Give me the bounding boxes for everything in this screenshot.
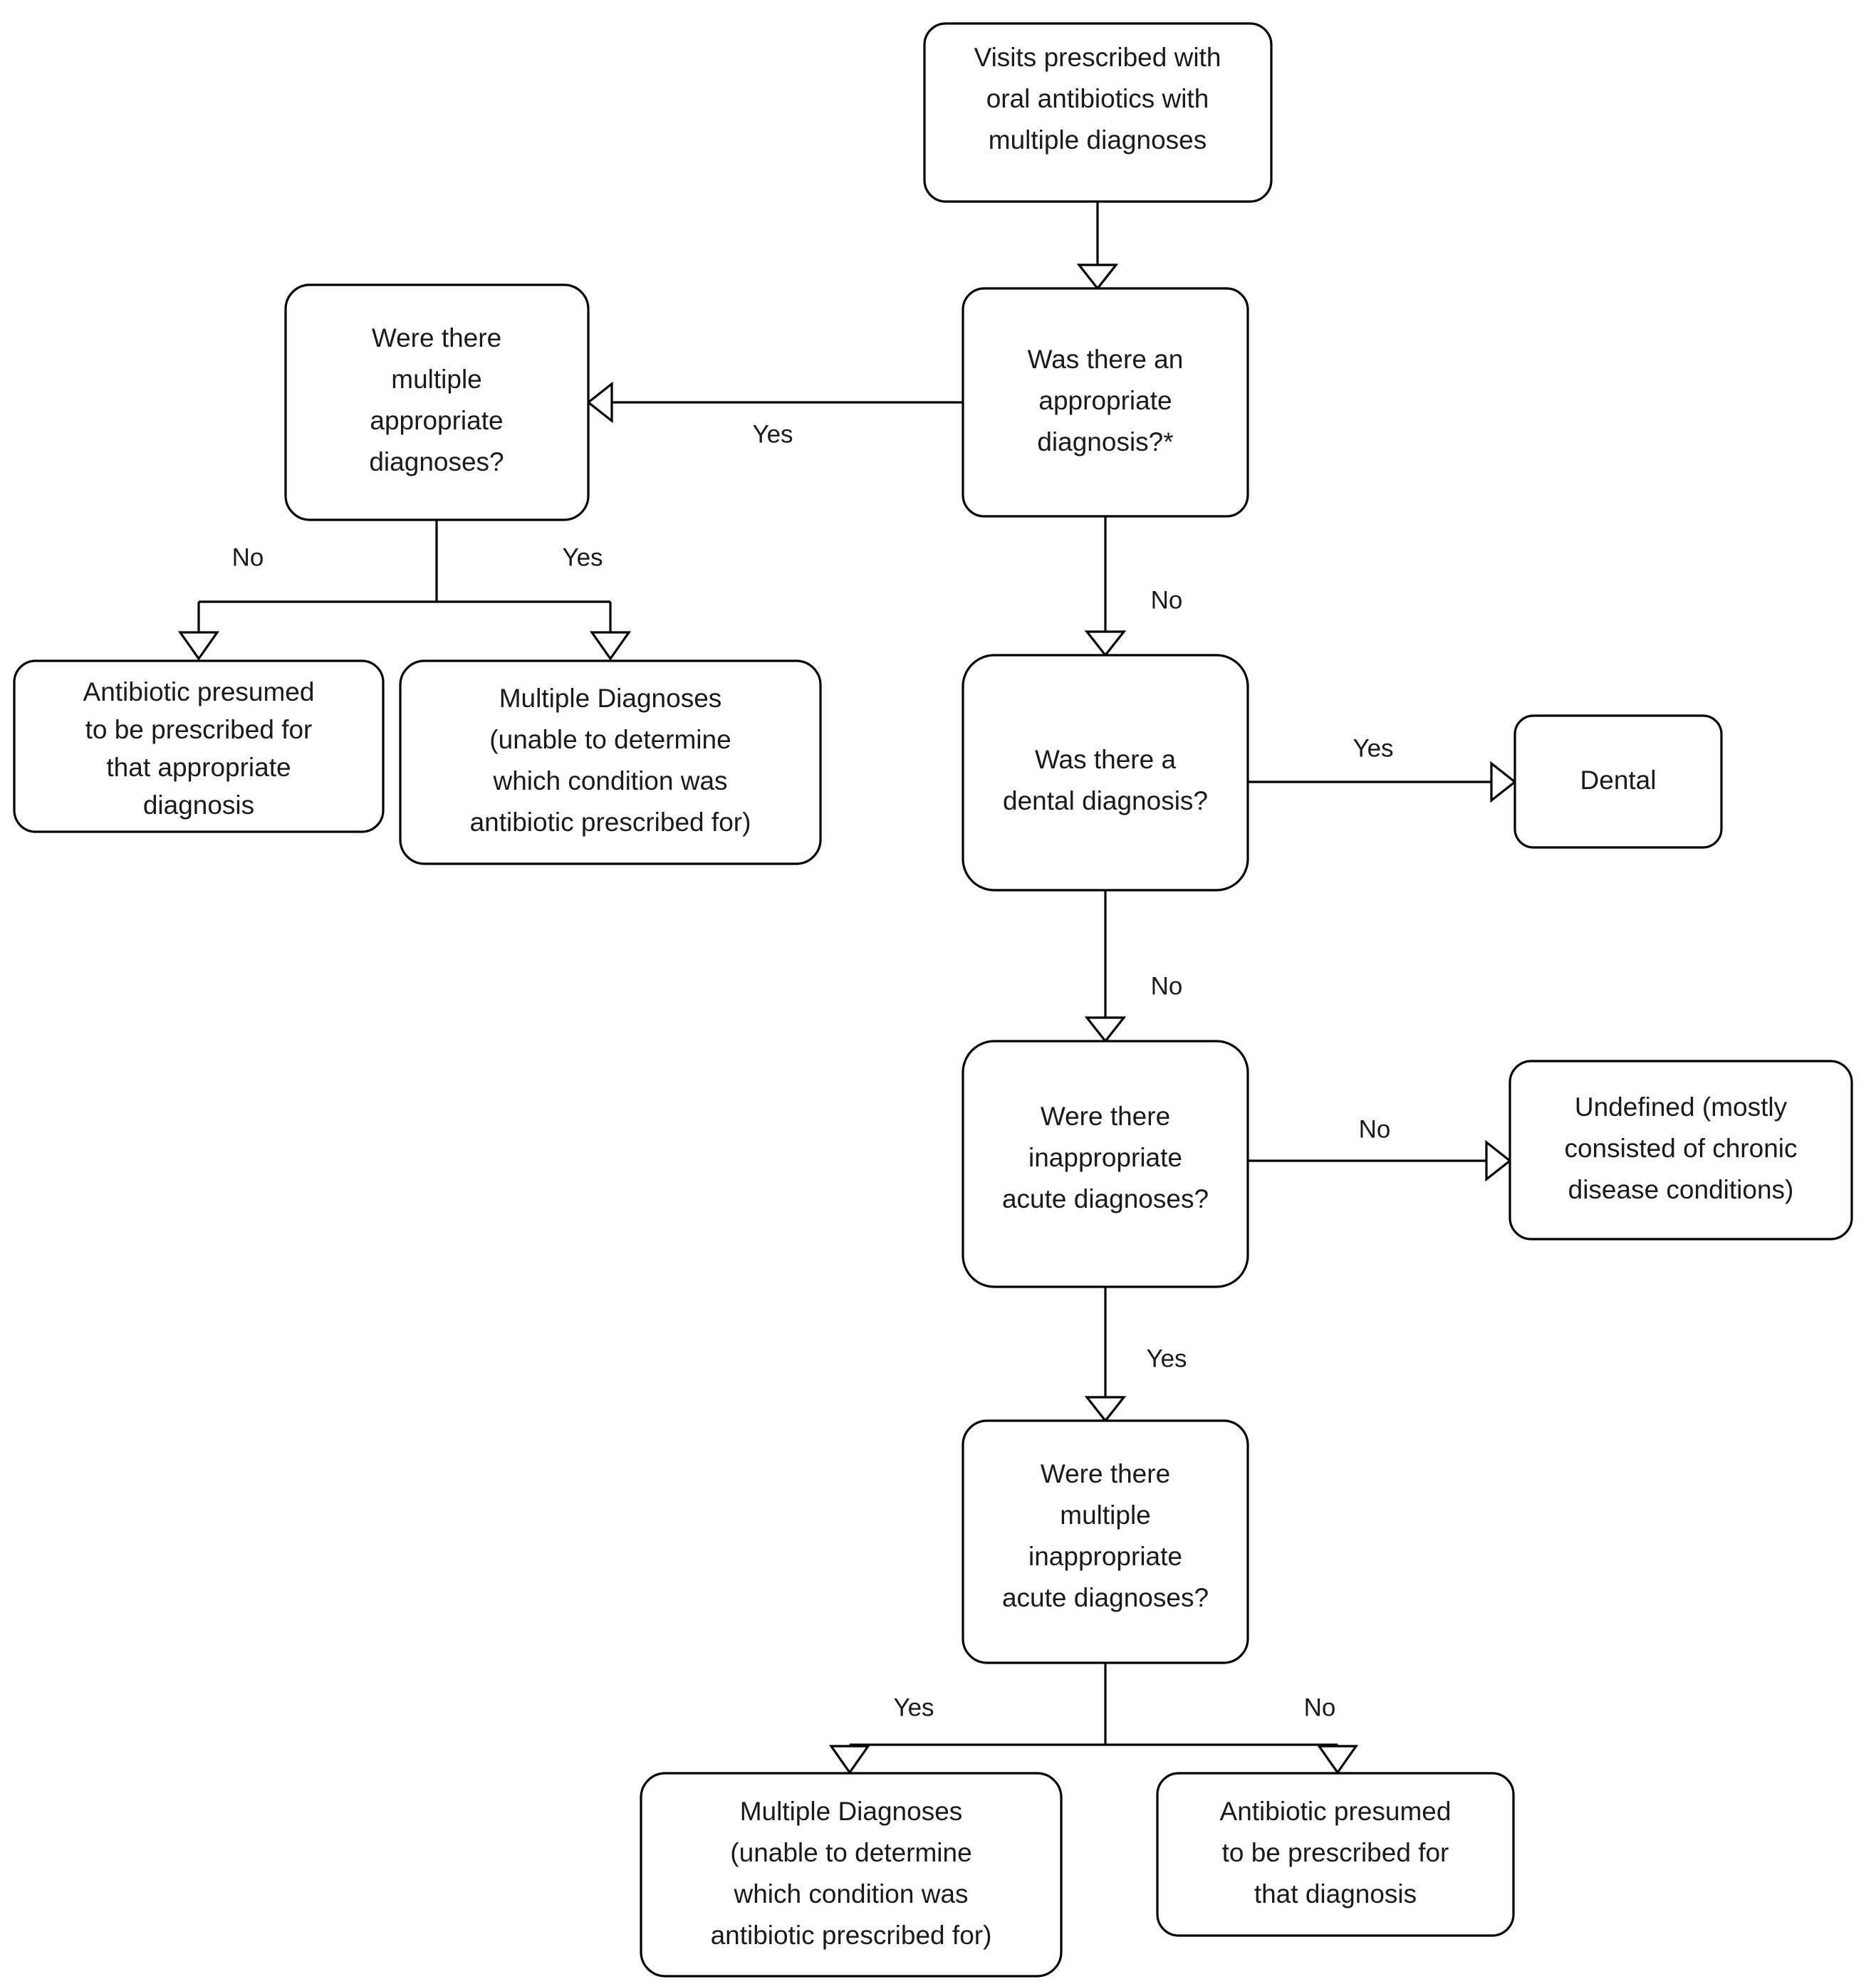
start-visits-prescribed-line-1: Visits prescribed with <box>974 43 1221 72</box>
outcome-antibiotic-presumed-appropriate-line-1: Antibiotic presumed <box>83 677 315 706</box>
outcome-multiple-diagnoses-left-line-4: antibiotic prescribed for) <box>470 808 751 837</box>
edge-multiple-inappropriate-split <box>828 1663 1359 1775</box>
outcome-dental-label: Dental <box>1580 766 1657 795</box>
decision-multiple-inappropriate-acute-diagnoses-box[interactable] <box>962 1419 1249 1664</box>
outcome-multiple-diagnoses-bottom-line-2: (unable to determine <box>730 1838 971 1867</box>
outcome-multiple-diagnoses-bottom-box[interactable] <box>640 1772 1063 1978</box>
edge-label-no-multiple-inappropriate: No <box>1304 1693 1336 1721</box>
start-visits-prescribed-line-2: oral antibiotics with <box>986 84 1209 113</box>
outcome-antibiotic-presumed-that-diagnosis-box[interactable] <box>1156 1772 1515 1937</box>
edge-inappropriate-acute-yes <box>1084 1287 1127 1423</box>
outcome-multiple-diagnoses-left-box[interactable] <box>399 659 822 865</box>
node-outcome-antibiotic-presumed-that-diagnosis[interactable]: Antibiotic presumed to be prescribed for… <box>1156 1772 1515 1937</box>
decision-inappropriate-acute-diagnoses-box[interactable] <box>962 1040 1249 1288</box>
edge-dental-diagnosis-no <box>1084 890 1127 1043</box>
nodes-layer: Visits prescribed with oral antibiotics … <box>13 22 1853 1978</box>
edge-appropriate-diagnosis-no <box>1084 516 1127 657</box>
decision-multiple-inappropriate-line-1: Were there <box>1041 1459 1170 1488</box>
decision-multiple-appropriate-line-1: Were there <box>372 323 501 353</box>
edge-labels-layer: Yes No No Yes Yes No No Yes Yes No <box>232 420 1394 1721</box>
node-decision-appropriate-diagnosis[interactable]: Was there an appropriate diagnosis?* <box>962 287 1249 518</box>
outcome-multiple-diagnoses-bottom-line-1: Multiple Diagnoses <box>740 1797 963 1826</box>
outcome-multiple-diagnoses-left-line-2: (unable to determine <box>489 725 731 754</box>
outcome-undefined-chronic-line-1: Undefined (mostly <box>1575 1092 1788 1122</box>
decision-multiple-inappropriate-line-3: inappropriate <box>1028 1542 1182 1571</box>
decision-multiple-appropriate-line-2: multiple <box>391 365 482 394</box>
outcome-antibiotic-presumed-that-diagnosis-line-2: to be prescribed for <box>1222 1838 1449 1867</box>
node-outcome-multiple-diagnoses-left[interactable]: Multiple Diagnoses (unable to determine … <box>399 659 822 865</box>
outcome-undefined-chronic-line-3: disease conditions) <box>1568 1175 1794 1204</box>
decision-inappropriate-acute-line-1: Were there <box>1041 1102 1170 1131</box>
edge-label-yes-multiple-appropriate: Yes <box>562 543 603 571</box>
decision-inappropriate-acute-line-2: inappropriate <box>1028 1143 1182 1172</box>
decision-multiple-appropriate-diagnoses-box[interactable] <box>284 283 590 521</box>
outcome-undefined-chronic-box[interactable] <box>1508 1060 1853 1241</box>
edge-label-no-dental: No <box>1151 972 1183 1000</box>
start-visits-prescribed-box[interactable] <box>923 22 1273 203</box>
edge-start-to-appropriate-diagnosis <box>1076 202 1119 291</box>
decision-multiple-appropriate-line-4: diagnoses? <box>369 447 504 476</box>
decision-multiple-appropriate-line-3: appropriate <box>370 406 503 435</box>
node-decision-inappropriate-acute-diagnoses[interactable]: Were there inappropriate acute diagnoses… <box>962 1040 1249 1288</box>
node-start-visits-prescribed[interactable]: Visits prescribed with oral antibiotics … <box>923 22 1273 203</box>
edges-layer <box>177 202 1517 1775</box>
node-decision-dental-diagnosis[interactable]: Was there a dental diagnosis? <box>962 654 1249 892</box>
decision-dental-diagnosis-line-1: Was there a <box>1035 745 1177 774</box>
decision-appropriate-diagnosis-line-1: Was there an <box>1028 345 1184 374</box>
outcome-antibiotic-presumed-that-diagnosis-line-1: Antibiotic presumed <box>1220 1797 1452 1826</box>
edge-inappropriate-acute-no <box>1248 1139 1512 1182</box>
edge-dental-diagnosis-yes <box>1248 761 1517 803</box>
node-decision-multiple-appropriate-diagnoses[interactable]: Were there multiple appropriate diagnose… <box>284 283 590 521</box>
outcome-multiple-diagnoses-left-line-3: which condition was <box>492 766 727 795</box>
node-decision-multiple-inappropriate-acute-diagnoses[interactable]: Were there multiple inappropriate acute … <box>962 1419 1249 1664</box>
node-outcome-antibiotic-presumed-appropriate[interactable]: Antibiotic presumed to be prescribed for… <box>13 659 385 833</box>
outcome-antibiotic-presumed-appropriate-line-4: diagnosis <box>143 790 254 820</box>
outcome-antibiotic-presumed-appropriate-line-2: to be prescribed for <box>85 715 313 744</box>
edge-label-yes-appropriate: Yes <box>752 420 793 448</box>
edge-label-yes-inappropriate: Yes <box>1146 1345 1187 1372</box>
edge-label-yes-multiple-inappropriate: Yes <box>893 1693 934 1721</box>
decision-appropriate-diagnosis-box[interactable] <box>962 287 1249 518</box>
decision-inappropriate-acute-line-3: acute diagnoses? <box>1002 1184 1209 1213</box>
edge-multiple-appropriate-split <box>177 520 632 661</box>
outcome-dental-box[interactable] <box>1513 714 1723 849</box>
decision-appropriate-diagnosis-line-3: diagnosis?* <box>1037 427 1173 456</box>
decision-appropriate-diagnosis-line-2: appropriate <box>1038 386 1172 415</box>
edge-appropriate-diagnosis-yes <box>586 381 963 424</box>
decision-dental-diagnosis-line-2: dental diagnosis? <box>1003 786 1208 815</box>
edge-label-yes-dental: Yes <box>1353 734 1393 762</box>
outcome-multiple-diagnoses-bottom-line-4: antibiotic prescribed for) <box>711 1921 992 1950</box>
outcome-multiple-diagnoses-bottom-line-3: which condition was <box>733 1879 968 1909</box>
node-outcome-undefined-chronic[interactable]: Undefined (mostly consisted of chronic d… <box>1508 1060 1853 1241</box>
node-outcome-dental[interactable]: Dental <box>1513 714 1723 849</box>
outcome-antibiotic-presumed-appropriate-box[interactable] <box>13 659 385 833</box>
edge-label-no-inappropriate: No <box>1359 1115 1391 1143</box>
edge-label-no-appropriate: No <box>1151 586 1183 614</box>
edge-label-no-multiple-appropriate: No <box>232 543 264 571</box>
decision-multiple-inappropriate-line-2: multiple <box>1060 1500 1151 1530</box>
node-outcome-multiple-diagnoses-bottom[interactable]: Multiple Diagnoses (unable to determine … <box>640 1772 1063 1978</box>
outcome-antibiotic-presumed-appropriate-line-3: that appropriate <box>106 753 291 782</box>
outcome-undefined-chronic-line-2: consisted of chronic <box>1564 1134 1797 1163</box>
decision-dental-diagnosis-box[interactable] <box>962 654 1249 892</box>
outcome-multiple-diagnoses-left-line-1: Multiple Diagnoses <box>499 684 722 713</box>
start-visits-prescribed-line-3: multiple diagnoses <box>989 125 1207 155</box>
decision-multiple-inappropriate-line-4: acute diagnoses? <box>1002 1583 1209 1612</box>
outcome-antibiotic-presumed-that-diagnosis-line-3: that diagnosis <box>1254 1879 1417 1909</box>
